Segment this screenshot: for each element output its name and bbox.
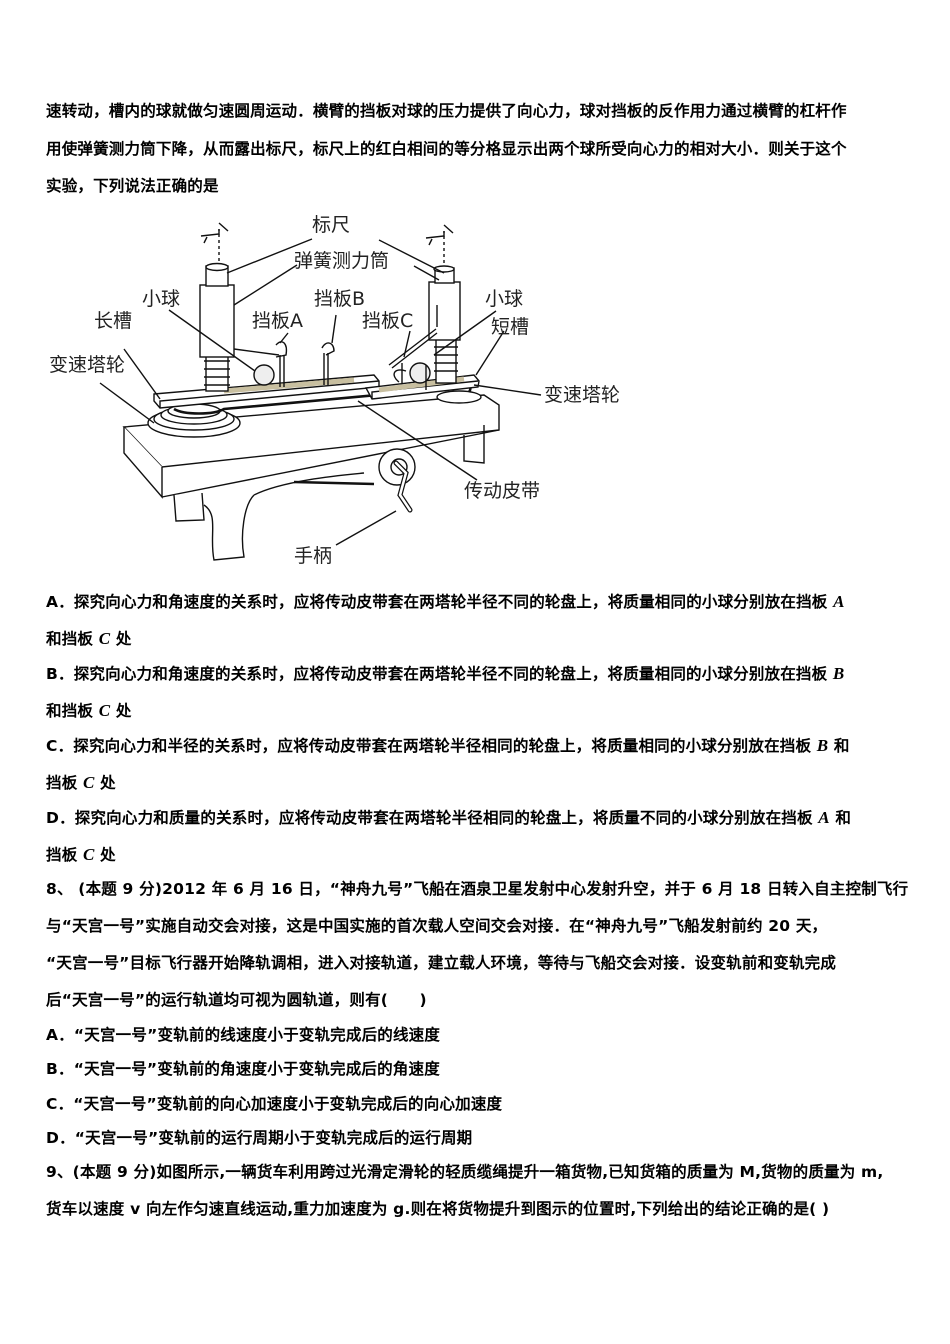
q8-option-d: D．“天宫一号”变轨前的运行周期小于变轨完成后的运行周期 <box>46 1129 473 1147</box>
option-variable: B <box>816 736 829 755</box>
q9-stem-line-1: 9、(本题 9 分)如图所示,一辆货车利用跨过光滑定滑轮的轻质缆绳提升一箱货物,… <box>46 1163 884 1181</box>
label-spring-cylinder: 弹簧测力筒 <box>294 250 389 272</box>
q7-option-a-line-1: A．探究向心力和角速度的关系时，应将传动皮带套在两塔轮半径不同的轮盘上，将质量相… <box>46 592 845 612</box>
q8-stem-line-2: 与“天宫一号”实施自动交会对接，这是中国实施的首次载人空间交会对接．在“神舟九号… <box>46 917 828 935</box>
q8-stem-line-4: 后“天宫一号”的运行轨道均可视为圆轨道，则有( ) <box>46 991 427 1009</box>
option-text: 和挡板 <box>46 630 99 648</box>
q7-option-d-line-1: D．探究向心力和质量的关系时，应将传动皮带套在两塔轮半径相同的轮盘上，将质量不同… <box>46 808 851 828</box>
label-belt: 传动皮带 <box>464 480 540 502</box>
label-short-slot: 短槽 <box>491 316 529 338</box>
q8-option-a: A．“天宫一号”变轨前的线速度小于变轨完成后的线速度 <box>46 1026 441 1044</box>
q7-option-c-line-1: C．探究向心力和半径的关系时，应将传动皮带套在两塔轮半径相同的轮盘上，将质量相同… <box>46 736 850 756</box>
label-baffle-c: 挡板C <box>362 310 413 332</box>
option-text: 和挡板 <box>46 702 99 720</box>
option-text: A．探究向心力和角速度的关系时，应将传动皮带套在两塔轮半径不同的轮盘上，将质量相… <box>46 593 834 611</box>
option-variable: C <box>98 629 111 648</box>
label-baffle-a: 挡板A <box>252 310 303 332</box>
option-text: 挡板 <box>46 846 83 864</box>
q8-stem-line-1: 8、 (本题 9 分)2012 年 6 月 16 日，“神舟九号”飞船在酒泉卫星… <box>46 880 909 898</box>
option-text: B．探究向心力和角速度的关系时，应将传动皮带套在两塔轮半径不同的轮盘上，将质量相… <box>46 665 833 683</box>
q7-option-c-line-2: 挡板 C 处 <box>46 773 116 793</box>
label-handle: 手柄 <box>294 545 332 567</box>
label-ball-right: 小球 <box>485 288 523 310</box>
option-text: 处 <box>94 774 116 792</box>
option-variable: A <box>818 808 830 827</box>
q7-stem-line-1: 速转动，槽内的球就做匀速圆周运动．横臂的挡板对球的压力提供了向心力，球对挡板的反… <box>46 102 847 120</box>
q7-option-b-line-2: 和挡板 C 处 <box>46 701 132 721</box>
q8-option-b: B．“天宫一号”变轨前的角速度小于变轨完成后的角速度 <box>46 1060 440 1078</box>
option-text: C．探究向心力和半径的关系时，应将传动皮带套在两塔轮半径相同的轮盘上，将质量相同… <box>46 737 817 755</box>
q9-stem-line-2: 货车以速度 v 向左作匀速直线运动,重力加速度为 g.则在将货物提升到图示的位置… <box>46 1200 830 1218</box>
label-baffle-b: 挡板B <box>314 288 365 310</box>
option-text: 处 <box>110 702 132 720</box>
apparatus-diagram: 标尺 弹簧测力筒 小球 挡板B 小球 挡板A 挡板C 长槽 短槽 变速塔轮 变速… <box>49 214 620 567</box>
option-variable: B <box>832 664 845 683</box>
option-variable: A <box>833 592 845 611</box>
option-text: 和 <box>828 737 850 755</box>
q8-stem-line-3: “天宫一号”目标飞行器开始降轨调相，进入对接轨道，建立载人环境，等待与飞船交会对… <box>46 954 837 972</box>
option-text: 和 <box>829 809 852 827</box>
q7-stem-line-2: 用使弹簧测力筒下降，从而露出标尺，标尺上的红白相间的等分格显示出两个球所受向心力… <box>46 140 847 158</box>
centripetal-force-apparatus-figure: 标尺 弹簧测力筒 小球 挡板B 小球 挡板A 挡板C 长槽 短槽 变速塔轮 变速… <box>44 205 644 577</box>
label-ball-left: 小球 <box>142 288 180 310</box>
q7-option-d-line-2: 挡板 C 处 <box>46 845 116 865</box>
option-text: 处 <box>94 846 116 864</box>
label-pulley-left: 变速塔轮 <box>49 354 125 376</box>
label-long-slot: 长槽 <box>94 310 132 332</box>
option-variable: C <box>83 773 95 792</box>
q7-option-a-line-2: 和挡板 C 处 <box>46 629 132 649</box>
q7-option-b-line-1: B．探究向心力和角速度的关系时，应将传动皮带套在两塔轮半径不同的轮盘上，将质量相… <box>46 664 844 684</box>
option-variable: C <box>83 845 95 864</box>
option-variable: C <box>98 701 111 720</box>
q7-stem-line-3: 实验，下列说法正确的是 <box>46 177 219 195</box>
option-text: 处 <box>110 630 132 648</box>
q8-option-c: C．“天宫一号”变轨前的向心加速度小于变轨完成后的向心加速度 <box>46 1095 503 1113</box>
option-text: D．探究向心力和质量的关系时，应将传动皮带套在两塔轮半径相同的轮盘上，将质量不同… <box>46 809 819 827</box>
label-scale: 标尺 <box>312 214 350 236</box>
label-pulley-right: 变速塔轮 <box>544 384 620 406</box>
option-text: 挡板 <box>46 774 83 792</box>
